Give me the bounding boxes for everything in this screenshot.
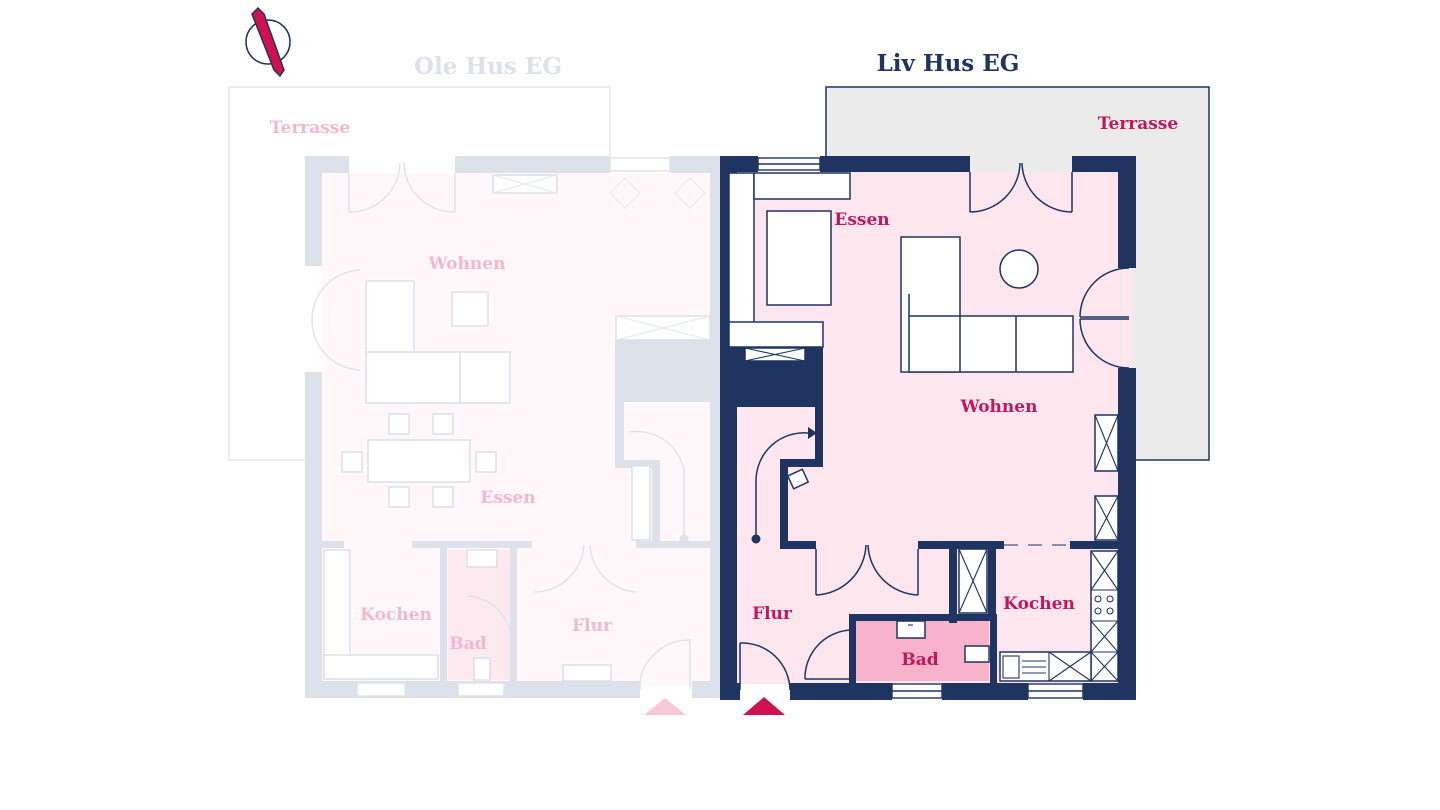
liv-label-essen: Essen [834, 210, 889, 230]
ole-label-essen: Essen [480, 488, 535, 508]
ole-label-flur: Flur [572, 616, 613, 636]
ole-label-terrasse: Terrasse [270, 118, 351, 138]
north-arrow-icon [245, 6, 291, 78]
liv-label-terrasse: Terrasse [1098, 114, 1179, 134]
liv-hus-plan[interactable]: Liv Hus EG Terrasse Essen Wohnen Flur Ko… [720, 50, 1210, 715]
liv-label-kochen: Kochen [1003, 594, 1075, 614]
ole-title[interactable]: Ole Hus EG [414, 53, 562, 80]
ole-label-kochen: Kochen [360, 605, 432, 625]
liv-label-wohnen: Wohnen [960, 397, 1038, 417]
ole-label-bad: Bad [449, 634, 486, 654]
ole-hus-plan[interactable]: Ole Hus EG Terrasse Wohnen Essen Kochen … [228, 53, 720, 715]
ole-entrance-arrow-icon [644, 698, 686, 715]
liv-title[interactable]: Liv Hus EG [877, 50, 1020, 77]
liv-entrance-arrow-icon [743, 697, 785, 715]
liv-label-flur: Flur [752, 604, 793, 624]
ole-label-wohnen: Wohnen [428, 254, 506, 274]
liv-label-bad: Bad [901, 650, 938, 670]
